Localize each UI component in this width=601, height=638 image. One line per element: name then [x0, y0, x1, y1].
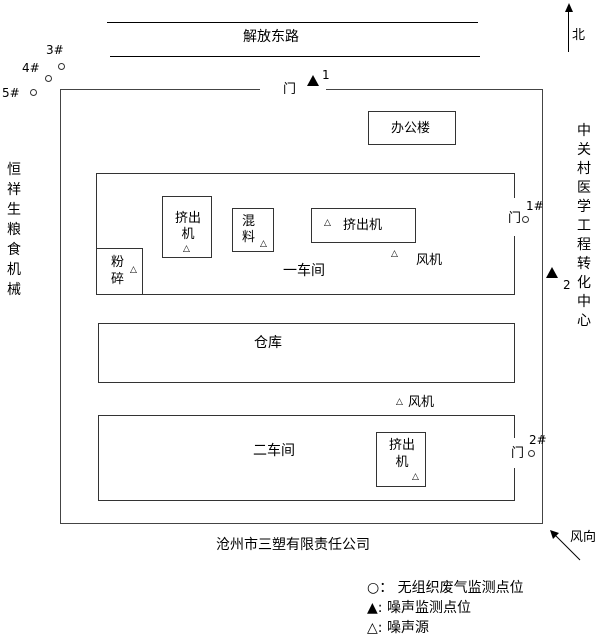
office-label: 办公楼 [391, 121, 431, 136]
legend-air-label: ： 无组织废气监测点位 [379, 580, 524, 596]
noise-point-2-icon [546, 267, 558, 278]
workshop-2 [98, 415, 515, 501]
legend-noise-point-label: : 噪声监测点位 [377, 600, 471, 616]
road-name: 解放东路 [243, 29, 299, 45]
air-point-3-icon [58, 63, 65, 70]
warehouse: 仓库 [98, 323, 515, 383]
crusher-label: 粉碎 [111, 255, 125, 287]
mixer: 混料 △ [232, 208, 274, 252]
noise-point-1-label: 1 [322, 68, 330, 82]
legend-air-icon: ○ [367, 580, 380, 596]
extruder-a: 挤出机 △ [162, 196, 212, 258]
air-point-1-icon [522, 216, 529, 223]
wind-label: 风向 [570, 530, 597, 545]
air-point-5-icon [30, 89, 37, 96]
noise-source-icon: △ [183, 244, 190, 254]
crusher: 粉碎 △ [96, 248, 143, 295]
workshop-1-label: 一车间 [283, 263, 325, 279]
north-gate-label: 门 [283, 82, 297, 97]
air-point-2-icon [528, 450, 535, 457]
fan-1-label: 风机 [416, 253, 443, 268]
legend-item-air: ○： 无组织废气监测点位 [367, 578, 524, 598]
workshop-1-door-gap [512, 198, 518, 236]
legend-noise-source-icon: △ [367, 620, 378, 636]
extruder-b-label: 挤出机 [343, 218, 383, 233]
west-neighbor: 恒祥生粮食机械 [7, 162, 21, 298]
extruder-c-label: 挤出机 [388, 438, 415, 470]
workshop-2-label: 二车间 [253, 443, 295, 459]
air-point-1-label: 1# [526, 199, 544, 213]
fan-2-noise-icon: △ [396, 397, 403, 407]
extruder-b: △ 挤出机 [311, 208, 416, 243]
legend-noise-point-icon: ▲ [367, 600, 378, 616]
extruder-c: 挤出机 △ [376, 432, 426, 487]
road-line-top [107, 22, 478, 23]
legend-item-noise-point: ▲: 噪声监测点位 [367, 598, 524, 618]
legend-item-noise-source: △: 噪声源 [367, 618, 524, 638]
workshop-2-door-gap [512, 438, 518, 468]
noise-source-icon: △ [412, 472, 419, 482]
mixer-label: 混料 [242, 214, 256, 245]
noise-point-1-icon [307, 75, 319, 86]
air-point-4-label: 4# [22, 61, 40, 75]
east-neighbor: 中关村医学工程转化中心 [577, 123, 591, 329]
air-point-5-label: 5# [2, 86, 20, 100]
noise-point-2-label: 2 [563, 278, 571, 292]
north-gate-gap [260, 86, 326, 92]
road-line-bottom [110, 56, 480, 57]
legend: ○： 无组织废气监测点位 ▲: 噪声监测点位 △: 噪声源 [367, 578, 524, 638]
north-arrow-shaft [568, 8, 569, 52]
noise-source-icon: △ [260, 239, 267, 249]
noise-source-icon: △ [130, 265, 137, 275]
legend-noise-source-label: : 噪声源 [377, 620, 429, 636]
wind-direction-arrow-icon [550, 530, 581, 561]
north-label: 北 [572, 28, 586, 43]
air-point-4-icon [45, 75, 52, 82]
north-arrow-icon [565, 3, 573, 12]
air-point-2-label: 2# [529, 433, 547, 447]
fan-2-label: 风机 [408, 395, 435, 410]
company-name: 沧州市三塑有限责任公司 [216, 537, 370, 553]
noise-source-icon: △ [324, 218, 331, 228]
workshop-1-door-label: 门 [508, 211, 522, 226]
extruder-a-label: 挤出机 [174, 211, 201, 242]
fan-1-noise-icon: △ [391, 249, 398, 259]
warehouse-label: 仓库 [254, 335, 282, 351]
air-point-3-label: 3# [46, 43, 64, 57]
workshop-2-door-label: 门 [511, 446, 525, 461]
office-building: 办公楼 [368, 111, 456, 145]
